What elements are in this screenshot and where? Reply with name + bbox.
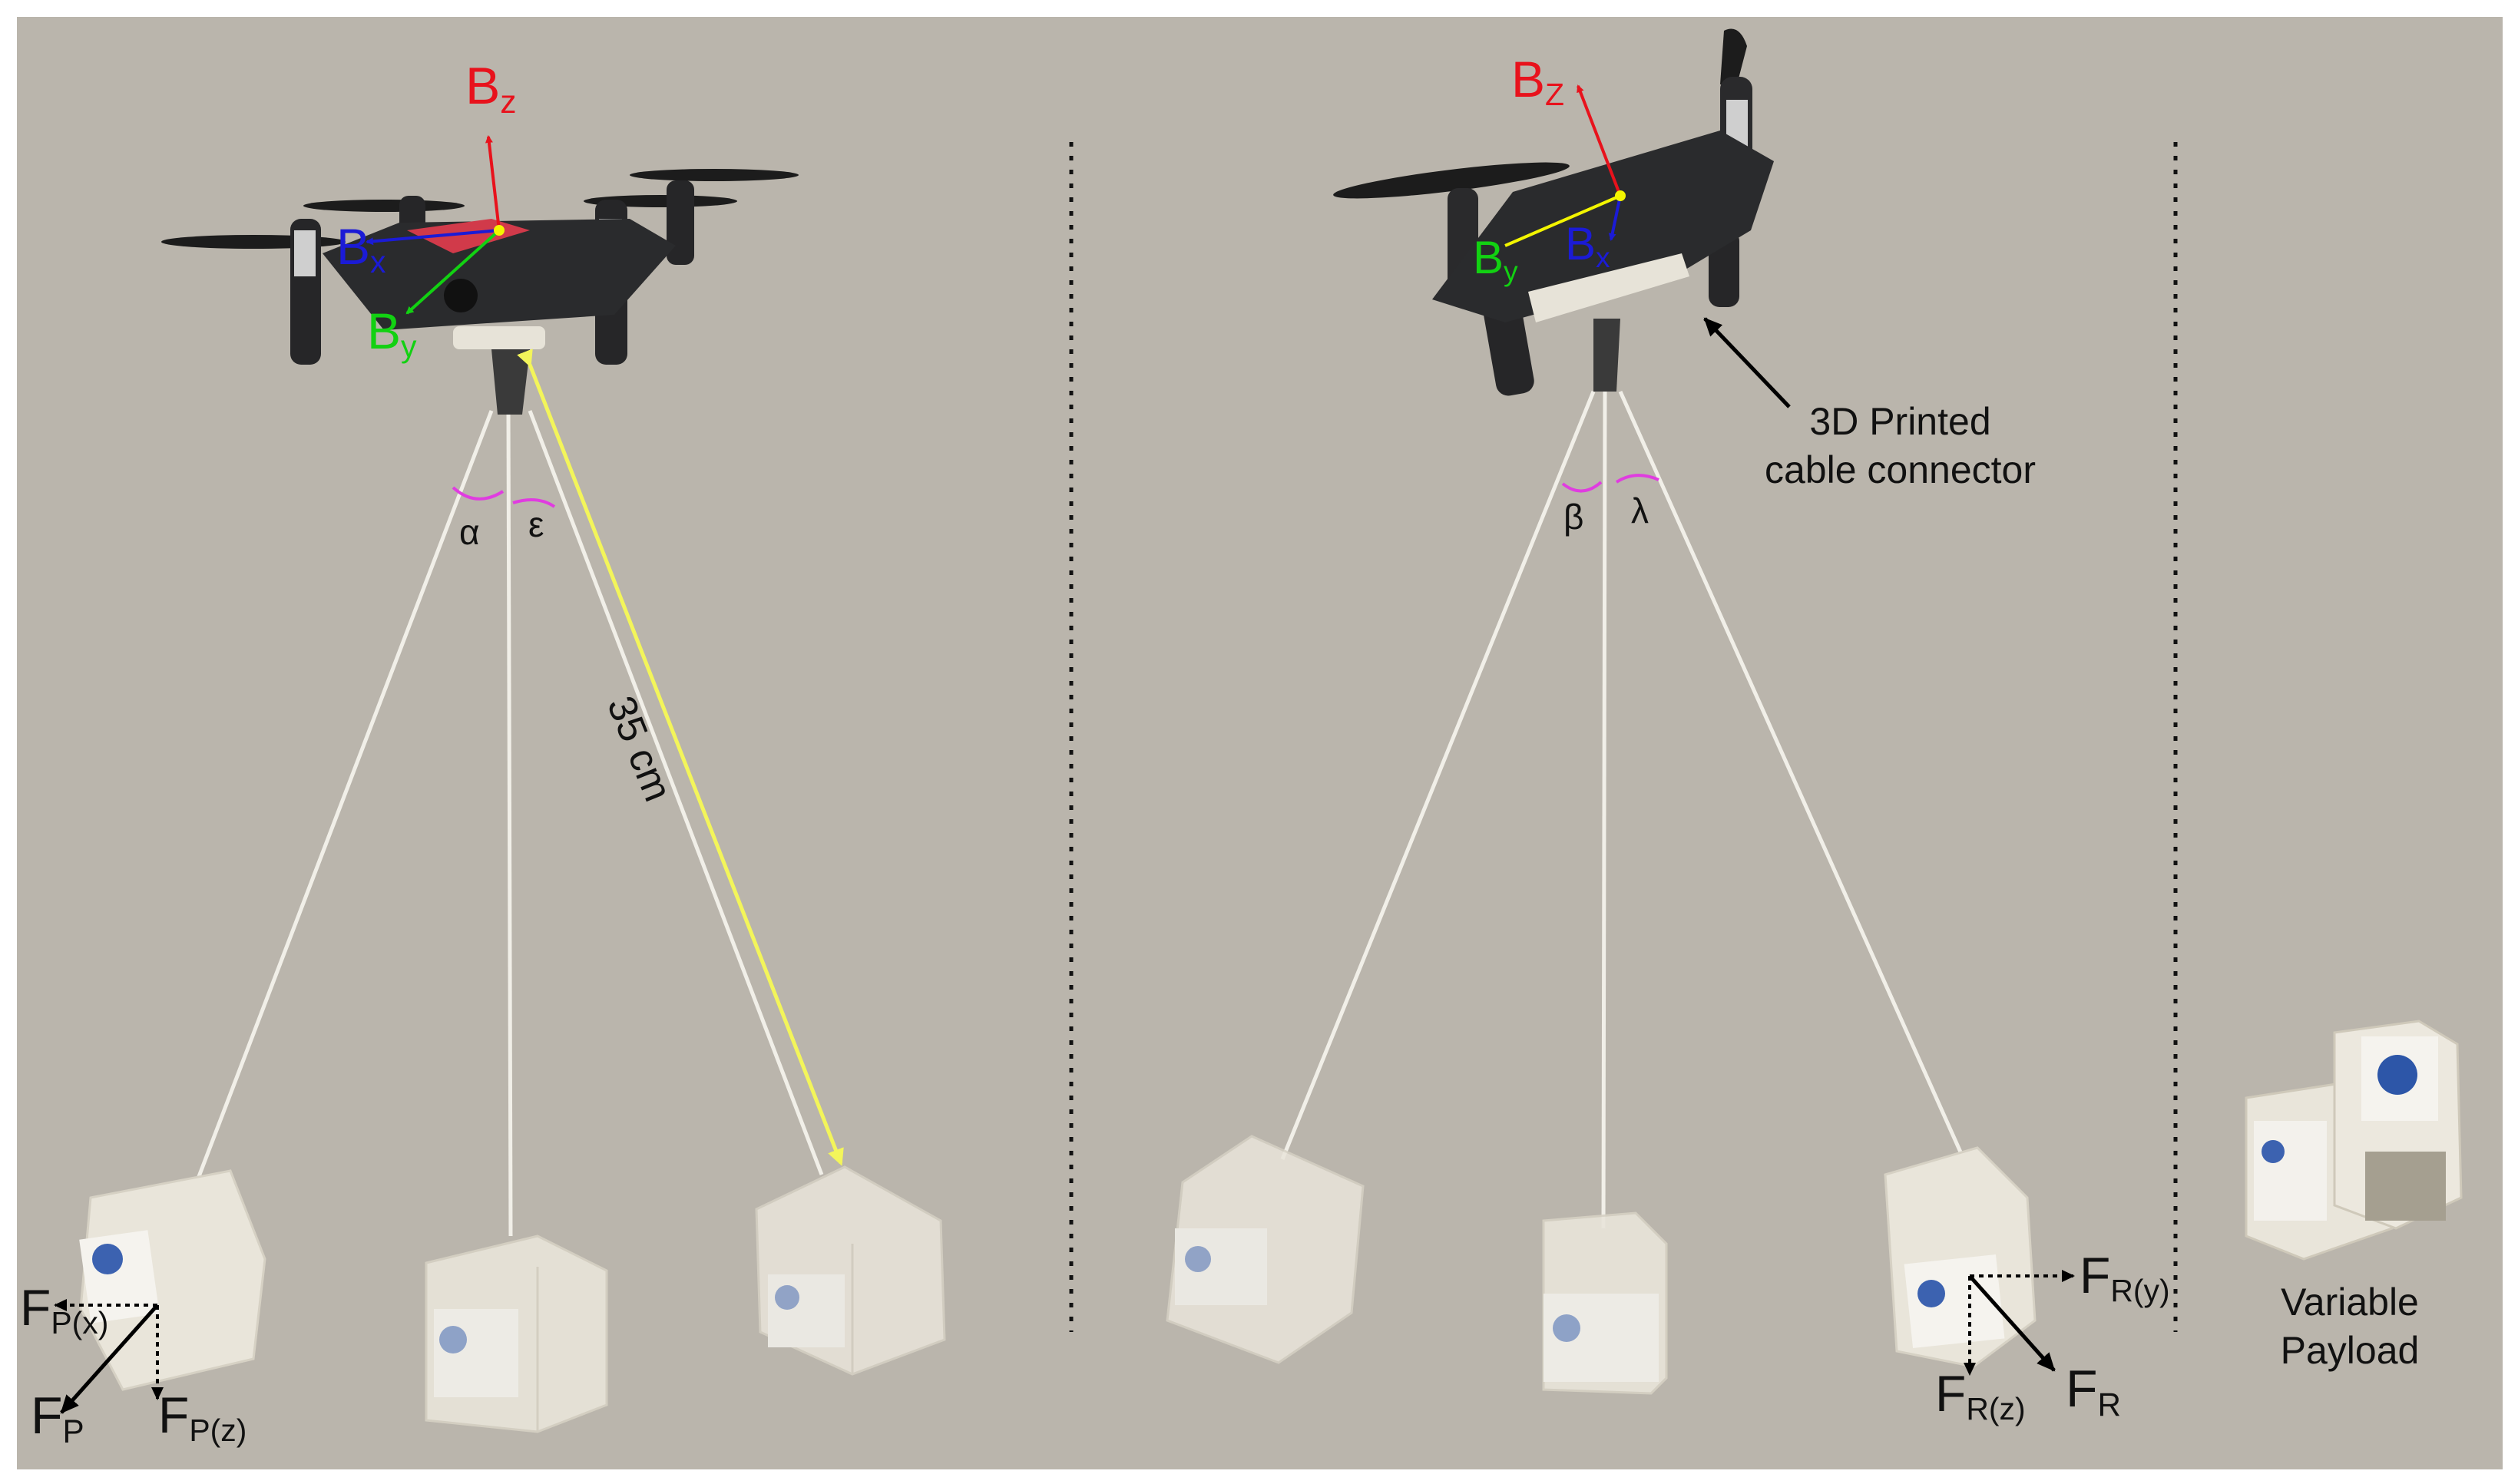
angle-alpha-label: α xyxy=(459,512,480,552)
right-force-arrows xyxy=(1964,1270,2075,1376)
left-axis-z-label: Bz xyxy=(465,57,517,120)
right-force-total-label: FR xyxy=(2066,1360,2121,1423)
variable-payload-cube-icon xyxy=(2245,1020,2463,1261)
right-force-z-label: FR(z) xyxy=(1935,1365,2026,1427)
left-axis-y-label: By xyxy=(367,302,417,365)
left-force-z-label: FP(z) xyxy=(158,1386,247,1449)
payload-left-right xyxy=(755,1165,946,1376)
payload-right-left xyxy=(1166,1135,1365,1364)
variable-payload-caption: Variable Payload xyxy=(2254,1278,2446,1374)
drone-right-icon xyxy=(1333,28,1774,396)
payload-caption-line-1: Variable xyxy=(2281,1281,2419,1324)
connector-label: 3D Printed cable connector xyxy=(1765,398,2036,494)
left-force-total-label: FP xyxy=(31,1386,84,1449)
angle-lambda-arc xyxy=(1615,474,1659,484)
right-body-axes xyxy=(1504,84,1626,247)
right-axis-z-label: BZ xyxy=(1511,51,1565,113)
right-axis-y-label: By xyxy=(1473,232,1518,288)
connector-label-line-1: 3D Printed xyxy=(1809,400,1991,443)
payload-caption-line-2: Payload xyxy=(2280,1328,2420,1372)
right-axis-x-label: Bx xyxy=(1565,218,1610,274)
payload-left-center xyxy=(425,1234,608,1433)
cable-length-line xyxy=(517,349,844,1166)
right-cables xyxy=(1280,390,1964,1229)
drone-left-icon xyxy=(161,169,799,415)
left-force-x-label: FP(x) xyxy=(20,1279,109,1341)
connector-pointer-arrow xyxy=(1703,317,1791,408)
payload-left-swinging xyxy=(79,1169,266,1391)
payload-right-center xyxy=(1542,1211,1668,1395)
angle-lambda-label: λ xyxy=(1631,491,1649,530)
left-axis-x-label: Bx xyxy=(336,218,386,280)
angle-alpha-arc xyxy=(452,486,505,501)
left-body-axes xyxy=(366,135,505,315)
left-force-arrows xyxy=(54,1299,164,1414)
connector-label-line-2: cable connector xyxy=(1765,448,2037,491)
angle-beta-arc xyxy=(1561,481,1603,493)
angle-epsilon-label: ε xyxy=(528,504,544,544)
payload-right-right xyxy=(1884,1146,2037,1368)
angle-beta-label: β xyxy=(1563,497,1584,537)
right-force-y-label: FR(y) xyxy=(2080,1247,2170,1309)
